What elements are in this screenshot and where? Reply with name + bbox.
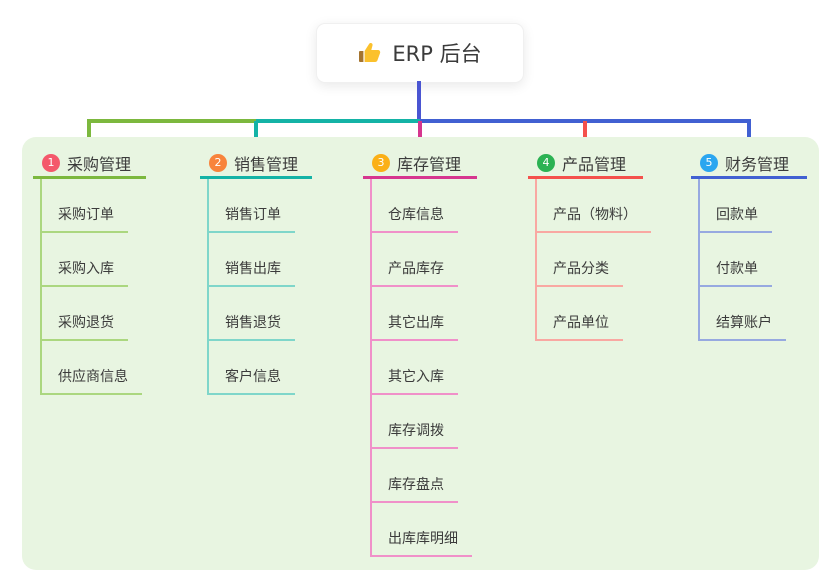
tree-node: 采购入库: [42, 233, 146, 287]
branch-purchase-items: 采购订单 采购入库 采购退货 供应商信息: [40, 179, 146, 395]
branch-sales-items: 销售订单 销售出库 销售退货 客户信息: [207, 179, 312, 395]
tree-node: 销售退货: [209, 287, 312, 341]
branch-number-badge: 5: [700, 153, 718, 172]
connector-bus-mid-teal: [256, 119, 420, 123]
tree-node: 客户信息: [209, 341, 312, 395]
tree-node-label[interactable]: 库存调拨: [372, 395, 458, 449]
branch-finance-items: 回款单 付款单 结算账户: [698, 179, 807, 341]
tree-node: 供应商信息: [42, 341, 146, 395]
tree-node: 仓库信息: [372, 179, 477, 233]
branch-number-badge: 3: [372, 153, 390, 172]
tree-node: 其它入库: [372, 341, 477, 395]
branch-number-badge: 2: [209, 153, 227, 172]
thumbs-up-icon: [358, 41, 382, 65]
tree-node: 采购订单: [42, 179, 146, 233]
branch-label: 库存管理: [397, 154, 462, 174]
tree-node-label[interactable]: 库存盘点: [372, 449, 458, 503]
connector-drop-purchase: [87, 121, 91, 145]
connector-drop-sales: [254, 121, 258, 145]
tree-node: 产品分类: [537, 233, 643, 287]
branch-finance: 5 财务管理 回款单 付款单 结算账户: [691, 149, 807, 341]
tree-node: 回款单: [700, 179, 807, 233]
tree-node: 产品库存: [372, 233, 477, 287]
branch-inventory-title[interactable]: 3 库存管理: [363, 149, 477, 179]
branch-product-items: 产品（物料） 产品分类 产品单位: [535, 179, 651, 341]
branch-label: 产品管理: [562, 154, 627, 174]
branch-label: 采购管理: [67, 154, 132, 174]
branch-inventory: 3 库存管理 仓库信息 产品库存 其它出库 其它入库 库存调拨 库存盘点 出库库…: [363, 149, 477, 557]
tree-node-label[interactable]: 产品（物料）: [537, 179, 651, 233]
branch-finance-title[interactable]: 5 财务管理: [691, 149, 807, 179]
branch-purchase: 1 采购管理 采购订单 采购入库 采购退货 供应商信息: [33, 149, 146, 395]
branch-number-badge: 1: [42, 153, 60, 172]
tree-node-label[interactable]: 采购订单: [42, 179, 128, 233]
tree-node-label[interactable]: 产品单位: [537, 287, 623, 341]
tree-node-label[interactable]: 销售订单: [209, 179, 295, 233]
connector-root-vertical: [417, 81, 421, 121]
tree-node-label[interactable]: 产品库存: [372, 233, 458, 287]
connector-drop-product: [583, 121, 587, 145]
tree-node-label[interactable]: 其它出库: [372, 287, 458, 341]
tree-node-label[interactable]: 供应商信息: [42, 341, 142, 395]
tree-node: 销售出库: [209, 233, 312, 287]
tree-node-label[interactable]: 仓库信息: [372, 179, 458, 233]
tree-node: 结算账户: [700, 287, 807, 341]
tree-node-label[interactable]: 销售退货: [209, 287, 295, 341]
tree-node-label[interactable]: 回款单: [700, 179, 772, 233]
connector-drop-inventory: [418, 121, 422, 145]
tree-node: 采购退货: [42, 287, 146, 341]
tree-node-label[interactable]: 付款单: [700, 233, 772, 287]
tree-node: 库存调拨: [372, 395, 477, 449]
branch-label: 销售管理: [234, 154, 299, 174]
tree-node: 库存盘点: [372, 449, 477, 503]
branch-product: 4 产品管理 产品（物料） 产品分类 产品单位: [528, 149, 651, 341]
branch-number-badge: 4: [537, 153, 555, 172]
connector-bus-left-green: [87, 119, 258, 123]
branch-label: 财务管理: [725, 154, 790, 174]
branch-inventory-items: 仓库信息 产品库存 其它出库 其它入库 库存调拨 库存盘点 出库库明细: [370, 179, 477, 557]
tree-node: 销售订单: [209, 179, 312, 233]
tree-node-label[interactable]: 客户信息: [209, 341, 295, 395]
tree-node: 出库库明细: [372, 503, 477, 557]
root-title: ERP 后台: [392, 42, 482, 66]
root-node[interactable]: ERP 后台: [316, 23, 524, 83]
branch-sales-title[interactable]: 2 销售管理: [200, 149, 312, 179]
branch-sales: 2 销售管理 销售订单 销售出库 销售退货 客户信息: [200, 149, 312, 395]
connector-drop-finance: [747, 121, 751, 145]
branch-product-title[interactable]: 4 产品管理: [528, 149, 643, 179]
tree-node: 付款单: [700, 233, 807, 287]
tree-node-label[interactable]: 结算账户: [700, 287, 786, 341]
tree-node-label[interactable]: 采购入库: [42, 233, 128, 287]
tree-node-label[interactable]: 其它入库: [372, 341, 458, 395]
tree-node-label[interactable]: 采购退货: [42, 287, 128, 341]
tree-node-label[interactable]: 出库库明细: [372, 503, 472, 557]
tree-node-label[interactable]: 产品分类: [537, 233, 623, 287]
tree-node: 产品（物料）: [537, 179, 651, 233]
tree-node: 产品单位: [537, 287, 643, 341]
tree-node-label[interactable]: 销售出库: [209, 233, 295, 287]
branches-panel: [22, 137, 819, 570]
branch-purchase-title[interactable]: 1 采购管理: [33, 149, 146, 179]
tree-node: 其它出库: [372, 287, 477, 341]
